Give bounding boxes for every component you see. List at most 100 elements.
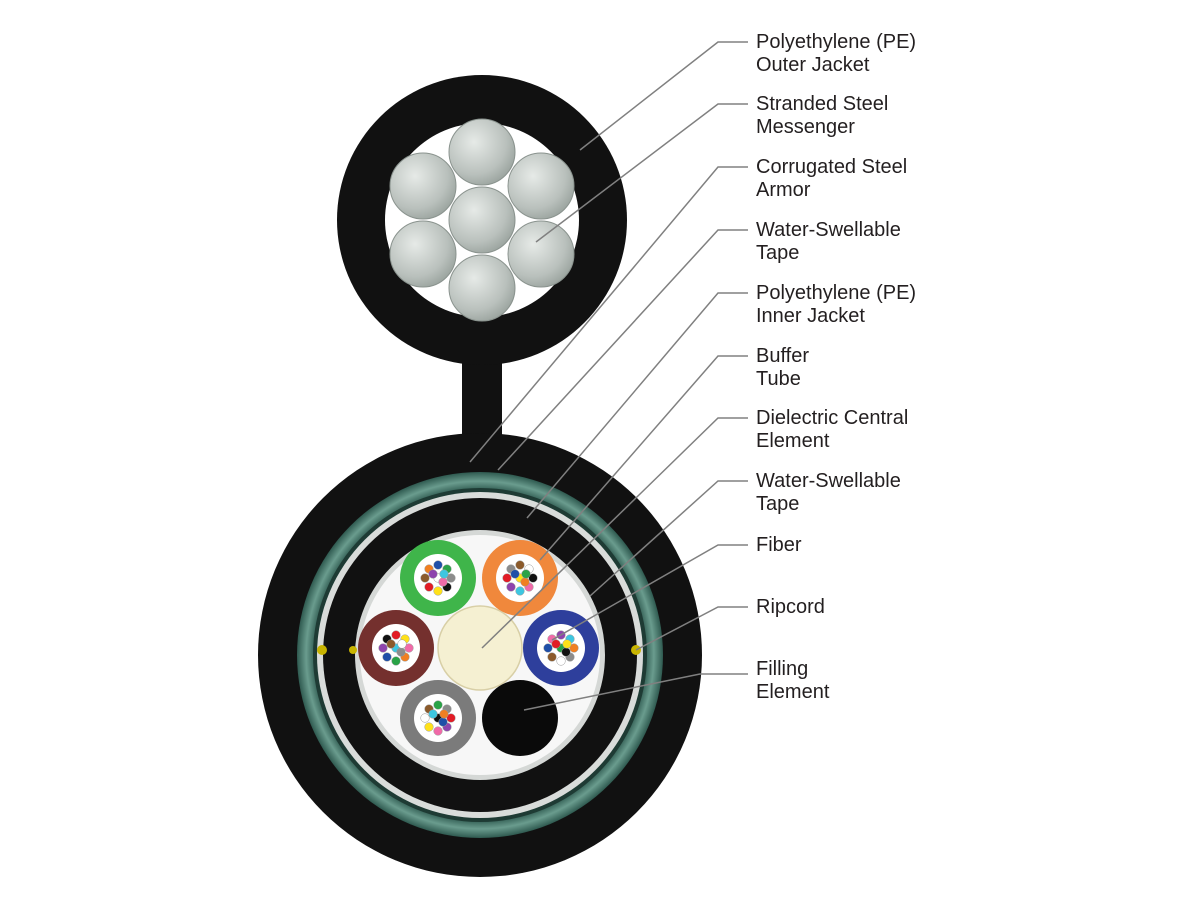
label-line-1: Dielectric Central — [756, 407, 908, 429]
optical-fiber — [561, 647, 571, 657]
label-line-1: Polyethylene (PE) — [756, 282, 916, 304]
label-ripcord: Ripcord — [756, 596, 825, 618]
buffer-tube-brown — [358, 610, 434, 686]
buffer-tube-green — [400, 540, 476, 616]
optical-fiber — [520, 577, 530, 587]
label-line-2: Tube — [756, 368, 801, 390]
leader-water-tape-outer — [497, 229, 748, 471]
ripcord-left — [317, 645, 327, 655]
label-steel-messenger: Stranded Steel Messenger — [756, 93, 888, 138]
leader-inner-jacket — [526, 292, 748, 519]
label-line-1: Filling — [756, 658, 808, 680]
optical-fiber — [433, 586, 443, 596]
optical-fiber — [521, 569, 531, 579]
ripcord-inner-left — [349, 646, 357, 654]
leader-water-tape-inner — [589, 480, 748, 597]
optical-fiber — [551, 639, 561, 649]
steel-wire — [507, 152, 575, 220]
optical-fiber — [424, 582, 434, 592]
fiber-bundle — [502, 560, 538, 596]
buffer-tube-orange — [482, 540, 558, 616]
buffer-tube-blue — [523, 610, 599, 686]
leader-lines — [469, 41, 748, 711]
optical-fiber — [446, 573, 456, 583]
fiber-bundle — [420, 560, 456, 596]
label-water-tape-outer: Water-Swellable Tape — [756, 219, 901, 264]
optical-fiber — [515, 586, 525, 596]
steel-wire — [448, 118, 516, 186]
steel-wire — [448, 254, 516, 322]
label-line-1: Buffer — [756, 345, 809, 367]
leader-fiber — [551, 544, 748, 641]
filling-element — [482, 680, 558, 756]
optical-fiber — [506, 582, 516, 592]
label-line-2: Inner Jacket — [756, 305, 865, 327]
label-water-tape-inner: Water-Swellable Tape — [756, 470, 901, 515]
optical-fiber — [547, 652, 557, 662]
label-line-1: Water-Swellable — [756, 470, 901, 492]
optical-fiber — [386, 639, 396, 649]
optical-fiber — [420, 713, 430, 723]
optical-fiber — [404, 643, 414, 653]
optical-fiber — [397, 639, 407, 649]
label-line-2: Outer Jacket — [756, 54, 870, 76]
fiber-bundle — [378, 630, 414, 666]
optical-fiber — [510, 569, 520, 579]
label-line-2: Messenger — [756, 116, 855, 138]
optical-fiber — [420, 573, 430, 583]
steel-wire — [507, 220, 575, 288]
optical-fiber — [382, 652, 392, 662]
label-line-1: Polyethylene (PE) — [756, 31, 916, 53]
leader-ripcord — [635, 606, 748, 651]
steel-wire-center — [448, 186, 516, 254]
optical-fiber — [396, 647, 406, 657]
optical-fiber — [428, 569, 438, 579]
optical-fiber — [569, 643, 579, 653]
optical-fiber — [515, 560, 525, 570]
optical-fiber — [378, 643, 388, 653]
label-line-2: Armor — [756, 179, 811, 201]
label-inner-jacket: Polyethylene (PE) Inner Jacket — [756, 282, 916, 327]
leader-steel-messenger — [535, 103, 748, 243]
leader-outer-jacket — [579, 41, 748, 151]
optical-fiber — [433, 560, 443, 570]
label-central-element: Dielectric Central Element — [756, 407, 908, 452]
leader-steel-armor — [469, 166, 748, 463]
optical-fiber — [438, 577, 448, 587]
optical-fiber — [438, 717, 448, 727]
leader-central-element — [481, 417, 748, 649]
optical-fiber — [391, 630, 401, 640]
label-line-2: Tape — [756, 242, 799, 264]
label-line-2: Tape — [756, 493, 799, 515]
steel-wire — [389, 152, 457, 220]
optical-fiber — [439, 569, 449, 579]
optical-fiber — [543, 643, 553, 653]
label-filling-element: Filling Element — [756, 658, 830, 703]
label-line-2: Element — [756, 681, 830, 703]
label-line-1: Stranded Steel — [756, 93, 888, 115]
label-outer-jacket: Polyethylene (PE) Outer Jacket — [756, 31, 916, 76]
optical-fiber — [433, 700, 443, 710]
leader-filling-element — [523, 673, 748, 711]
label-steel-armor: Corrugated Steel Armor — [756, 156, 907, 201]
label-buffer-tube: Buffer Tube — [756, 345, 809, 390]
buffer-tube-gray — [400, 680, 476, 756]
component-labels: Polyethylene (PE) Outer Jacket Stranded … — [756, 31, 916, 703]
optical-fiber — [556, 656, 566, 666]
label-fiber: Fiber — [756, 534, 802, 556]
label-line-1: Ripcord — [756, 596, 825, 618]
optical-fiber — [424, 722, 434, 732]
main-cable-section — [258, 433, 702, 877]
messenger-section — [337, 75, 627, 460]
optical-fiber — [446, 713, 456, 723]
optical-fiber — [439, 709, 449, 719]
optical-fiber — [433, 726, 443, 736]
label-line-2: Element — [756, 430, 830, 452]
fiber-bundle — [420, 700, 456, 736]
steel-wire-bundle — [389, 118, 575, 322]
optical-fiber — [428, 709, 438, 719]
leader-buffer-tube — [539, 355, 748, 561]
dielectric-central-element — [437, 605, 523, 691]
label-line-1: Water-Swellable — [756, 219, 901, 241]
